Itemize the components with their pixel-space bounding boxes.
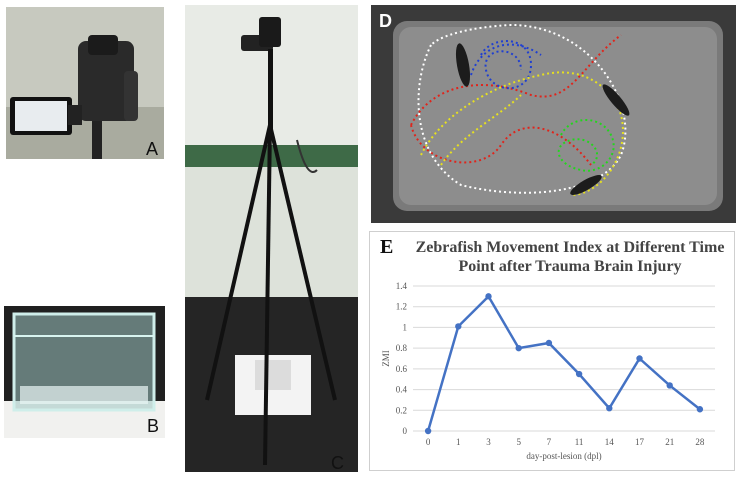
y-tick-label: 0 (403, 426, 408, 436)
panel-b-tank-photo: B (4, 306, 165, 438)
zmi-line-chart: 0 0.2 0.4 0.6 0.8 1 1.2 1.4 0 1 3 5 7 11 14 17 21 28 ZMI da… (381, 281, 715, 461)
chart-title: Zebrafish Movement Index at Different Ti… (415, 239, 725, 275)
x-tick-label: 1 (456, 437, 461, 447)
track-green (557, 119, 615, 172)
y-tick-label: 1.4 (396, 281, 408, 291)
x-tick-label: 5 (516, 437, 521, 447)
y-tick-label: 0.6 (396, 364, 408, 374)
x-tick-label: 11 (575, 437, 584, 447)
data-point (666, 382, 673, 389)
series-line (426, 294, 701, 432)
trajectory-illustration (371, 5, 736, 223)
camera-illustration (6, 7, 164, 159)
y-tick-label: 1 (403, 322, 408, 332)
x-tick-label: 17 (635, 437, 645, 447)
data-point (575, 370, 583, 378)
y-tick-label: 0.2 (396, 405, 407, 415)
track-red (410, 34, 622, 166)
y-axis-label: ZMI (381, 350, 391, 367)
panel-letter-b: B (147, 416, 160, 436)
panel-d-trajectory-image: D (371, 5, 736, 223)
x-axis-label: day-post-lesion (dpl) (526, 451, 601, 461)
y-tick-label: 0.8 (396, 343, 408, 353)
data-point (424, 427, 432, 435)
data-point (696, 406, 704, 413)
panel-letter-d: D (379, 11, 392, 31)
data-point (485, 293, 492, 300)
y-tick-label: 1.2 (396, 302, 407, 312)
tripod-illustration (185, 5, 358, 472)
x-tick-label: 14 (605, 437, 615, 447)
x-tick-label: 21 (665, 437, 674, 447)
panel-c-tripod-photo: C (185, 5, 358, 472)
data-point (515, 344, 522, 352)
panel-a-camera-photo: A (6, 7, 164, 159)
x-tick-label: 28 (695, 437, 705, 447)
data-point (606, 405, 613, 412)
panel-letter-c: C (331, 453, 344, 472)
x-tick-label: 3 (486, 437, 491, 447)
tank-illustration (4, 306, 165, 438)
x-tick-label: 0 (426, 437, 431, 447)
y-tick-label: 0.4 (396, 385, 408, 395)
panel-e-zmi-chart: E Zebrafish Movement Index at Different … (369, 231, 735, 471)
track-blue (470, 40, 542, 90)
track-yellow (420, 71, 624, 196)
data-point (636, 355, 643, 362)
panel-letter-a: A (146, 139, 159, 159)
data-point (545, 339, 553, 347)
x-tick-label: 7 (547, 437, 552, 447)
data-point (455, 323, 462, 330)
panel-letter-e: E (380, 236, 394, 258)
